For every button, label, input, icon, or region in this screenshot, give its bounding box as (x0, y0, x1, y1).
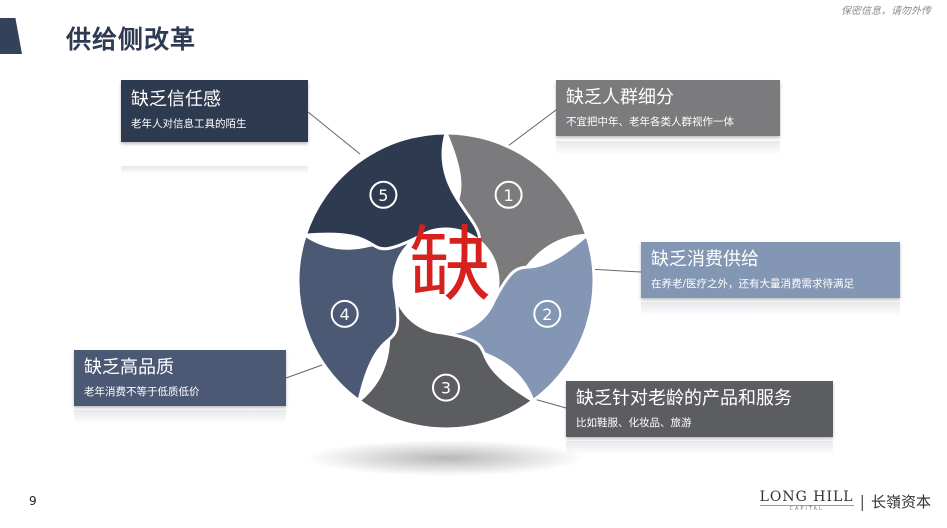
callout-title: 缺乏消费供给 (651, 249, 759, 270)
segment-badge-3 (432, 373, 460, 402)
callout-subtitle: 比如鞋服、化妆品、旅游 (576, 417, 692, 429)
page-number: 9 (29, 494, 37, 508)
logo-chinese: 长嶺资本 (870, 492, 931, 511)
connector-line-5 (307, 111, 361, 155)
callout-subtitle: 不宜把中年、老年各类人群视作一体 (566, 116, 734, 128)
callout-subtitle: 老年人对信息工具的陌生 (131, 118, 247, 130)
title-accent-tab (0, 18, 22, 54)
confidential-notice: 保密信息，请勿外传 (841, 6, 931, 17)
segment-badge-1 (494, 180, 523, 209)
page-title: 供给侧改革 (66, 25, 197, 54)
segment-badge-2 (533, 299, 562, 328)
callout-reflection (121, 166, 308, 174)
callout-segment-2: 缺乏消费供给 在养老/医疗之外，还有大量消费需求待满足 (641, 242, 900, 298)
logo-separator: | (859, 491, 865, 511)
callout-reflection (566, 441, 833, 455)
logo-english: LONG HILL (759, 489, 854, 505)
segment-number-4: 4 (340, 305, 350, 324)
callout-title: 缺乏信任感 (131, 89, 221, 110)
segment-number-5: 5 (378, 186, 388, 205)
ring-segment-5 (303, 131, 481, 251)
segment-badges: 1 2 3 4 5 (330, 180, 562, 402)
callout-title: 缺乏针对老龄的产品和服务 (576, 388, 792, 409)
connector-line-1 (507, 109, 557, 147)
diagram-ring (296, 131, 596, 431)
segment-number-2: 2 (542, 305, 552, 324)
diagram-shadow (306, 440, 586, 476)
callout-segment-3: 缺乏针对老龄的产品和服务 比如鞋服、化妆品、旅游 (566, 381, 833, 437)
callout-reflection (74, 410, 286, 424)
company-logo: LONG HILL CAPITAL | 长嶺资本 (759, 489, 931, 512)
callout-subtitle: 老年消费不等于低质低价 (84, 386, 200, 398)
callout-title: 缺乏高品质 (84, 357, 174, 378)
callout-segment-5: 缺乏信任感 老年人对信息工具的陌生 (121, 80, 308, 142)
segment-number-3: 3 (441, 379, 451, 398)
connector-line-2 (587, 268, 642, 273)
center-character: 缺 (409, 218, 491, 313)
logo-wordmark: LONG HILL CAPITAL (759, 489, 854, 512)
segment-badge-4 (330, 299, 359, 328)
segment-number-1: 1 (504, 186, 514, 205)
segment-badge-5 (369, 180, 398, 209)
callout-reflection (556, 141, 780, 155)
callout-title: 缺乏人群细分 (566, 87, 674, 108)
logo-capital: CAPITAL (759, 505, 854, 512)
callout-segment-1: 缺乏人群细分 不宜把中年、老年各类人群视作一体 (556, 80, 780, 136)
callout-reflection (641, 302, 900, 316)
callout-subtitle: 在养老/医疗之外，还有大量消费需求待满足 (651, 278, 855, 290)
callout-segment-4: 缺乏高品质 老年消费不等于低质低价 (74, 350, 286, 406)
